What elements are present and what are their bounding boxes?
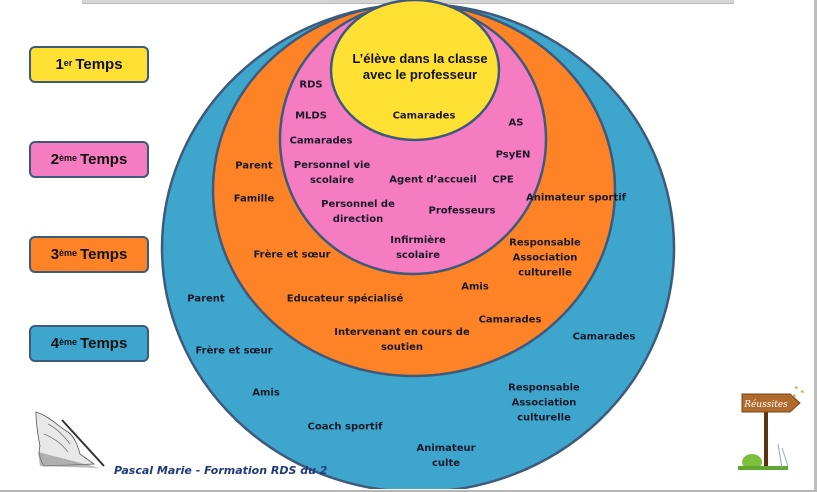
legend-ordinal: ème [59, 336, 78, 347]
footer-credit: Pascal Marie - Formation RDS du 2 [114, 464, 328, 477]
legend-number: 2 [50, 151, 60, 168]
ring-1-title-line1: L’élève dans la classe [352, 51, 488, 66]
ring-3-item-frere-et-soeur: Frère et sœur [253, 249, 331, 261]
ring-2-item-as: AS [508, 117, 524, 129]
ring-2-item-agent-accueil: Agent d’accueil [389, 174, 477, 186]
legend-number: 4 [50, 335, 60, 352]
ring-4-item-frere-et-soeur: Frère et sœur [195, 345, 273, 357]
writing-hand-icon [35, 411, 105, 468]
label-line: scolaire [395, 250, 441, 261]
ring-4-item-animateur-culte: Animateur culte [416, 441, 475, 471]
ring-2-item-professeurs: Professeurs [428, 205, 496, 217]
label-line: Association [512, 252, 578, 264]
ring-1-title-line2: avec le professeur [362, 67, 478, 82]
label-line: Animateur [416, 443, 476, 454]
ring-1-circle [329, 0, 501, 142]
right-border [814, 0, 817, 492]
ring-4-item-responsable-association: Responsable Association culturelle [508, 381, 580, 426]
ring-3-item-responsable-association: Responsable Association culturelle [509, 236, 581, 281]
label-line: Intervenant en cours de [334, 327, 470, 338]
ring-3-item-parent: Parent [235, 160, 273, 172]
signpost-label: Réussites [743, 399, 788, 410]
legend-ordinal: ème [59, 247, 78, 258]
ring-3-item-famille: Famille [233, 193, 275, 205]
legend-ordinal: er [63, 57, 73, 68]
ring-2-item-rds: RDS [299, 79, 323, 91]
ring-3-item-camarades: Camarades [478, 314, 542, 326]
ring-3-item-amis: Amis [461, 281, 489, 293]
label-line: culte [431, 458, 461, 469]
ring-2-item-cpe: CPE [492, 174, 514, 186]
label-line: Personnel vie [293, 160, 371, 171]
ring-4-item-camarades: Camarades [572, 331, 636, 343]
label-line: scolaire [309, 175, 355, 186]
label-line: Association [511, 397, 577, 409]
legend-number: 1 [55, 56, 64, 73]
ring-2-item-personnel-vie-scolaire: Personnel vie scolaire [294, 158, 371, 188]
label-line: Responsable [509, 237, 581, 249]
ring-3-item-intervenant-soutien: Intervenant en cours de soutien [334, 325, 470, 355]
ring-2-item-personnel-de-direction: Personnel de direction [321, 197, 395, 227]
ring-2-item-infirmiere-scolaire: Infirmière scolaire [390, 233, 446, 263]
ring-4-item-amis: Amis [252, 387, 280, 399]
label-line: Infirmière [390, 235, 446, 246]
ring-1-title: L’élève dans la classe avec le professeu… [352, 51, 487, 83]
label-line: Responsable [508, 382, 580, 394]
legend-label: Temps [80, 335, 128, 352]
label-line: Personnel de [321, 199, 395, 210]
bottom-border [0, 490, 817, 492]
legend-label: Temps [80, 151, 128, 168]
ring-1-item-camarades: Camarades [392, 110, 456, 122]
label-line: soutien [380, 342, 424, 353]
label-line: culturelle [517, 412, 571, 424]
ring-2-item-psyen: PsyEN [495, 149, 531, 161]
legend-ordinal: ème [59, 152, 78, 163]
ring-3-item-educateur-specialise: Educateur spécialisé [286, 293, 404, 305]
ring-3-item-animateur-sportif: Animateur sportif [525, 192, 627, 204]
ring-2-item-mlds: MLDS [295, 110, 327, 122]
legend-label: Temps [75, 56, 123, 73]
legend-number: 3 [50, 246, 60, 263]
ring-4-item-coach-sportif: Coach sportif [307, 421, 383, 433]
label-line: culturelle [518, 267, 572, 279]
ring-4-item-parent: Parent [187, 293, 225, 305]
ring-2-item-camarades: Camarades [289, 135, 353, 147]
label-line: direction [332, 214, 384, 225]
signpost-icon: Réussites [738, 386, 804, 470]
legend-label: Temps [80, 246, 128, 263]
